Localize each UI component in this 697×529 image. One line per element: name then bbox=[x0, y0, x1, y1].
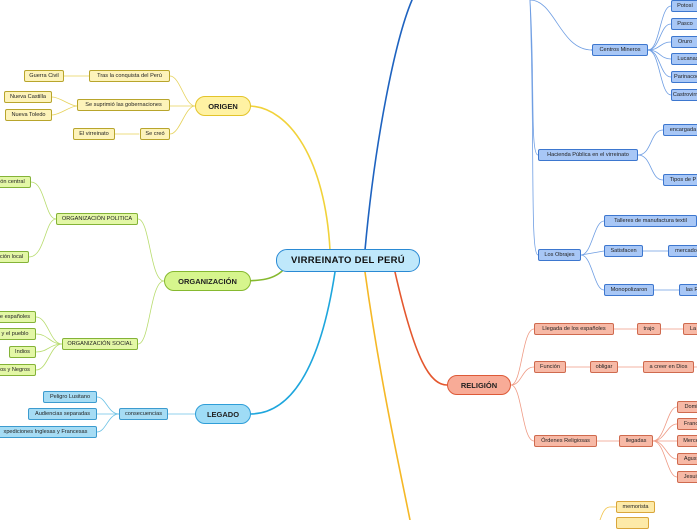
node-guerra-civil[interactable]: Guerra Civil bbox=[24, 70, 64, 82]
node-dominicos[interactable]: Domi bbox=[677, 401, 697, 413]
node-monopolizaron[interactable]: Monopolizaron bbox=[604, 284, 654, 296]
node-nueva-toledo[interactable]: Nueva Toledo bbox=[5, 109, 52, 121]
node-trajo[interactable]: trajo bbox=[637, 323, 661, 335]
node-expediciones[interactable]: xpediciones Inglesas y Francesas bbox=[0, 426, 97, 438]
node-audiencias-separadas[interactable]: Audiencias separadas bbox=[28, 408, 97, 420]
node-satisfacen[interactable]: Satisfacen bbox=[604, 245, 643, 257]
node-consecuencias[interactable]: consecuencias bbox=[119, 408, 168, 420]
node-obligar[interactable]: obligar bbox=[590, 361, 618, 373]
node-llegadas[interactable]: llegadas bbox=[619, 435, 653, 447]
node-jesuitas[interactable]: Jesuit bbox=[677, 471, 697, 483]
node-encargada[interactable]: encargada bbox=[663, 124, 697, 136]
central-topic[interactable]: VIRREINATO DEL PERÚ bbox=[276, 249, 420, 272]
node-llegada-espanoles[interactable]: Llegada de los españoles bbox=[534, 323, 614, 335]
node-ordenes-religiosas[interactable]: Órdenes Religiosas bbox=[534, 435, 597, 447]
node-la[interactable]: La bbox=[683, 323, 697, 335]
node-organizacion-central[interactable]: ón central bbox=[0, 176, 31, 188]
node-negros[interactable]: os y Negros bbox=[0, 364, 36, 376]
node-las-r[interactable]: las R bbox=[679, 284, 697, 296]
node-funcion[interactable]: Función bbox=[534, 361, 566, 373]
branch-religion[interactable]: RELIGIÓN bbox=[447, 375, 511, 395]
branch-legado[interactable]: LEGADO bbox=[195, 404, 251, 424]
node-parinacochas[interactable]: Parinacochas bbox=[671, 71, 697, 83]
node-potosi[interactable]: Potosí bbox=[671, 0, 697, 12]
node-espanoles[interactable]: e españoles bbox=[0, 311, 36, 323]
node-se-creo[interactable]: Se creó bbox=[140, 128, 170, 140]
node-creer-en-dios[interactable]: a creer en Dios bbox=[643, 361, 694, 373]
node-oruro[interactable]: Oruro bbox=[671, 36, 697, 48]
node-lucanas[interactable]: Lucanas bbox=[671, 53, 697, 65]
node-pasco[interactable]: Pasco bbox=[671, 18, 697, 30]
node-agustinos[interactable]: Agust bbox=[677, 453, 697, 465]
node-centros-mineros[interactable]: Centros Mineros bbox=[592, 44, 648, 56]
node-se-suprimio[interactable]: Se suprimió las gobernaciones bbox=[77, 99, 170, 111]
node-tras-la-conquista[interactable]: Tras la conquista del Perú bbox=[89, 70, 170, 82]
node-franciscanos[interactable]: Franc bbox=[677, 418, 697, 430]
node-hacienda-publica[interactable]: Hacienda Pública en el virreinato bbox=[538, 149, 638, 161]
node-organizacion-social[interactable]: ORGANIZACIÓN SOCIAL bbox=[62, 338, 138, 350]
node-indios[interactable]: Indios bbox=[9, 346, 36, 358]
node-bottom-partial[interactable] bbox=[616, 517, 649, 529]
node-mercado[interactable]: mercado bbox=[668, 245, 697, 257]
node-peligro-lusitano[interactable]: Peligro Lusitano bbox=[43, 391, 97, 403]
node-los-obrajes[interactable]: Los Obrajes bbox=[538, 249, 581, 261]
node-nueva-castilla[interactable]: Nueva Castilla bbox=[4, 91, 52, 103]
node-el-virreinato[interactable]: El virreinato bbox=[73, 128, 115, 140]
branch-origen[interactable]: ORIGEN bbox=[195, 96, 251, 116]
branch-organizacion[interactable]: ORGANIZACIÓN bbox=[164, 271, 251, 291]
node-mercedarios[interactable]: Merce bbox=[677, 435, 697, 447]
node-organizacion-politica[interactable]: ORGANIZACIÓN POLITICA bbox=[56, 213, 138, 225]
node-organizacion-local[interactable]: ción local bbox=[0, 251, 29, 263]
node-talleres[interactable]: Talleres de manufactura textil bbox=[604, 215, 697, 227]
node-pueblo[interactable]: y el pueblo bbox=[0, 328, 36, 340]
node-memorista[interactable]: memorista bbox=[616, 501, 655, 513]
node-tipos[interactable]: Tipos de P bbox=[663, 174, 697, 186]
node-castrovirreyna[interactable]: Castrovirreyna bbox=[671, 89, 697, 101]
